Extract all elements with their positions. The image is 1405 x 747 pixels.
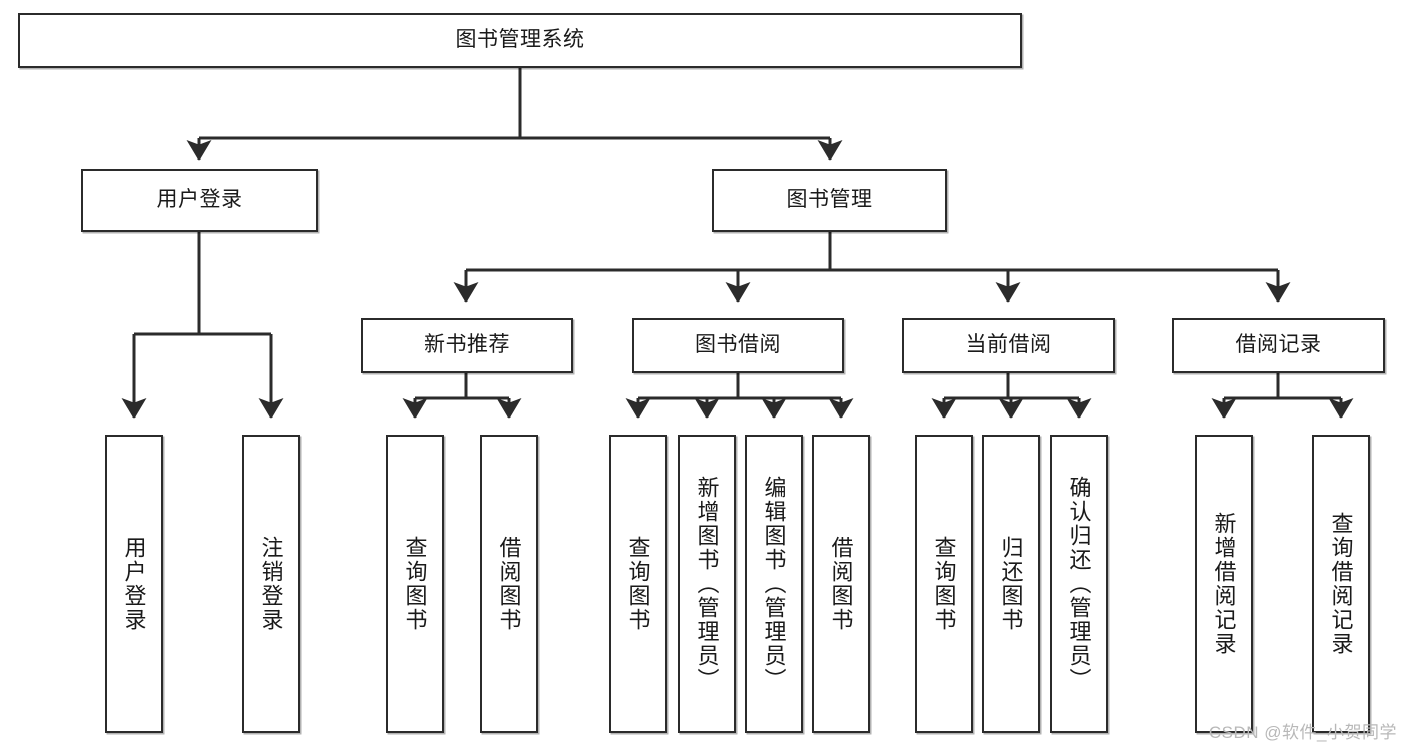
node-book-management[interactable]: 图书管理 bbox=[712, 169, 947, 232]
node-current-borrow[interactable]: 当前借阅 bbox=[902, 318, 1115, 373]
leaf-logout-login[interactable]: 注销登录 bbox=[242, 435, 300, 733]
node-label: 编辑图书（管理员） bbox=[761, 476, 787, 692]
leaf-borrow-book-new-recommend[interactable]: 借阅图书 bbox=[480, 435, 538, 733]
leaf-add-book-admin[interactable]: 新增图书（管理员） bbox=[678, 435, 736, 733]
leaf-borrow-book-borrow[interactable]: 借阅图书 bbox=[812, 435, 870, 733]
node-new-book-recommend[interactable]: 新书推荐 bbox=[361, 318, 573, 373]
leaf-confirm-return-admin[interactable]: 确认归还（管理员） bbox=[1050, 435, 1108, 733]
node-label: 新增图书（管理员） bbox=[694, 476, 720, 692]
node-label: 归还图书 bbox=[998, 536, 1024, 632]
leaf-user-login[interactable]: 用户登录 bbox=[105, 435, 163, 733]
node-label: 查询借阅记录 bbox=[1328, 512, 1354, 656]
leaf-add-borrow-record[interactable]: 新增借阅记录 bbox=[1195, 435, 1253, 733]
node-label: 当前借阅 bbox=[965, 333, 1052, 357]
node-label: 借阅图书 bbox=[828, 536, 854, 632]
node-label: 新增借阅记录 bbox=[1211, 512, 1237, 656]
node-label: 查询图书 bbox=[402, 536, 428, 632]
node-label: 借阅记录 bbox=[1235, 333, 1322, 357]
node-book-borrow[interactable]: 图书借阅 bbox=[632, 318, 844, 373]
node-label: 确认归还（管理员） bbox=[1066, 476, 1092, 692]
node-label: 查询图书 bbox=[625, 536, 651, 632]
node-borrow-record[interactable]: 借阅记录 bbox=[1172, 318, 1385, 373]
node-user-login[interactable]: 用户登录 bbox=[81, 169, 318, 232]
leaf-return-book[interactable]: 归还图书 bbox=[982, 435, 1040, 733]
node-label: 查询图书 bbox=[931, 536, 957, 632]
leaf-query-book-current[interactable]: 查询图书 bbox=[915, 435, 973, 733]
node-label: 新书推荐 bbox=[424, 333, 510, 357]
node-label: 借阅图书 bbox=[496, 536, 522, 632]
node-label: 图书管理 bbox=[786, 188, 873, 212]
leaf-query-book-new-recommend[interactable]: 查询图书 bbox=[386, 435, 444, 733]
node-label: 注销登录 bbox=[258, 536, 284, 632]
node-label: 用户登录 bbox=[156, 188, 243, 212]
leaf-edit-book-admin[interactable]: 编辑图书（管理员） bbox=[745, 435, 803, 733]
node-label: 图书管理系统 bbox=[455, 28, 585, 52]
node-book-management-system[interactable]: 图书管理系统 bbox=[18, 13, 1022, 68]
node-label: 用户登录 bbox=[121, 536, 147, 632]
node-label: 图书借阅 bbox=[695, 333, 781, 357]
leaf-query-borrow-record[interactable]: 查询借阅记录 bbox=[1312, 435, 1370, 733]
leaf-query-book-borrow[interactable]: 查询图书 bbox=[609, 435, 667, 733]
